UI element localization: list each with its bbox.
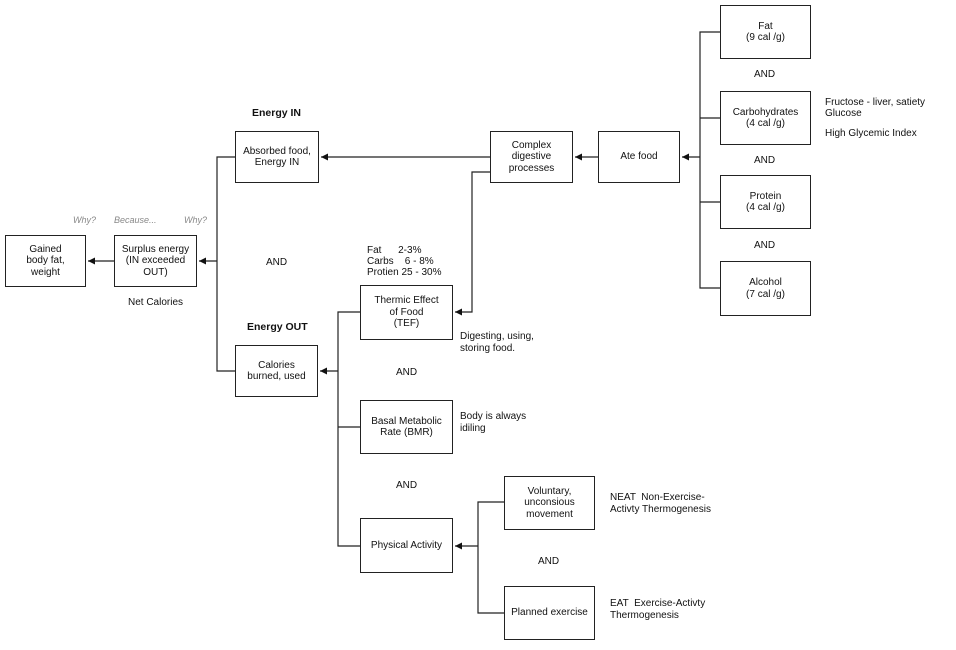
and-label-tef-bmr: AND xyxy=(396,367,418,378)
carbohydrates-box: Carbohydrates (4 cal /g) xyxy=(720,91,811,145)
eat-note: EAT Exercise-Activty Thermogenesis xyxy=(610,598,706,621)
net-calories-label: Net Calories xyxy=(128,297,184,308)
and-label-carbs-protein: AND xyxy=(754,155,776,166)
bracket-nutrients xyxy=(699,31,720,289)
complex-digestive-box: Complex digestive processes xyxy=(490,131,573,183)
tef-protien-percent: Protien 25 - 30% xyxy=(367,267,442,278)
tef-carbs-percent: Carbs 6 - 8% xyxy=(367,256,434,267)
neat-note: NEAT Non-Exercise- Activty Thermogenesis xyxy=(610,492,711,515)
and-label-bmr-activity: AND xyxy=(396,480,418,491)
fat-box: Fat (9 cal /g) xyxy=(720,5,811,59)
energy-out-heading: Energy OUT xyxy=(247,321,308,333)
calories-burned-box: Calories burned, used xyxy=(235,345,318,397)
gained-body-fat-box: Gained body fat, weight xyxy=(5,235,86,287)
carb-fructose-note: Fructose - liver, satiety xyxy=(825,97,926,108)
energy-in-heading: Energy IN xyxy=(252,107,302,119)
tef-note: Digesting, using, storing food. xyxy=(460,331,534,354)
and-label-fat-carbs: AND xyxy=(754,69,776,80)
why-question-2: Why? xyxy=(184,215,208,225)
and-label-activity: AND xyxy=(538,556,560,567)
bracket-energy-out xyxy=(337,311,360,547)
why-question-1: Why? xyxy=(73,215,97,225)
bmr-note: Body is always idiling xyxy=(460,411,527,434)
physical-activity-box: Physical Activity xyxy=(360,518,453,573)
surplus-energy-box: Surplus energy (IN exceeded OUT) xyxy=(114,235,197,287)
planned-exercise-box: Planned exercise xyxy=(504,586,595,640)
because-label: Because... xyxy=(114,215,157,225)
carb-glucose-note: Glucose xyxy=(825,108,862,119)
arrow-complex-to-tef xyxy=(455,171,490,316)
bracket-energy xyxy=(216,156,235,372)
tef-fat-percent: Fat 2-3% xyxy=(367,245,422,256)
and-label-energy: AND xyxy=(266,257,288,268)
absorbed-food-box: Absorbed food, Energy IN xyxy=(235,131,319,183)
tef-box: Thermic Effect of Food (TEF) xyxy=(360,285,453,340)
voluntary-movement-box: Voluntary, unconsious movement xyxy=(504,476,595,530)
alcohol-box: Alcohol (7 cal /g) xyxy=(720,261,811,316)
bracket-activity xyxy=(477,501,504,614)
bmr-box: Basal Metabolic Rate (BMR) xyxy=(360,400,453,454)
ate-food-box: Ate food xyxy=(598,131,680,183)
protein-box: Protein (4 cal /g) xyxy=(720,175,811,229)
carb-glycemic-note: High Glycemic Index xyxy=(825,128,917,139)
and-label-protein-alcohol: AND xyxy=(754,240,776,251)
